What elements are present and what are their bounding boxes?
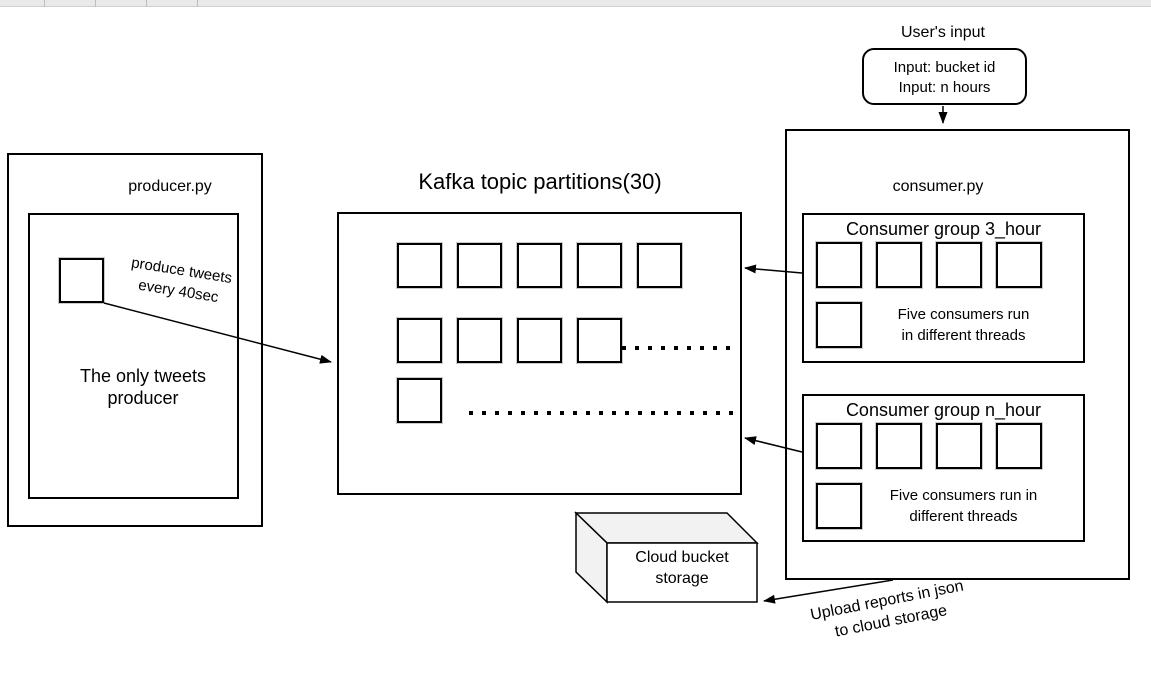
producer-inner-box: produce tweets every 40sec The only twee… (28, 213, 239, 499)
producer-description-line: producer (107, 388, 179, 408)
bucket-left-face (575, 511, 608, 604)
consumer-group-3-hour-box: Consumer group 3_hour Five consumers run… (802, 213, 1085, 363)
consumer-square (816, 483, 862, 529)
kafka-partition-row-3 (397, 378, 442, 423)
kafka-partition-row-1 (397, 243, 682, 288)
consumer-group-title: Consumer group n_hour (845, 400, 1042, 420)
bucket-label-line: storage (655, 570, 709, 587)
partition-square (517, 318, 562, 363)
consumer-title: consumer.py (892, 178, 984, 195)
partition-square (517, 243, 562, 288)
producer-task-square (59, 258, 104, 303)
consumer-square (816, 302, 862, 348)
producer-description: The only tweets producer (48, 365, 238, 409)
user-input-line: Input: bucket id (893, 59, 996, 76)
producer-description-line: The only tweets (79, 366, 207, 386)
partition-square (637, 243, 682, 288)
consumer-group-note: Five consumers run in different threads (866, 485, 1061, 527)
producer-title: producer.py (128, 178, 212, 195)
partition-square (397, 318, 442, 363)
partition-square (457, 243, 502, 288)
consumer-square (816, 242, 862, 288)
consumer-square (936, 423, 982, 469)
consumer-square (936, 242, 982, 288)
consumer-box: consumer.py Consumer group 3_hour Five c… (785, 129, 1130, 580)
partition-square (577, 243, 622, 288)
toolbar-divider (146, 0, 147, 7)
kafka-title: Kafka topic partitions(30) (418, 169, 662, 194)
consumer-square (996, 423, 1042, 469)
consumer-group-n-hour-box: Consumer group n_hour Five consumers run… (802, 394, 1085, 542)
user-input-label: User's input (901, 24, 985, 41)
upload-note: Upload reports in json to cloud storage (788, 571, 990, 650)
producer-note: produce tweets every 40sec (112, 250, 249, 312)
consumer-thread-row (816, 242, 1042, 288)
partition-square (397, 378, 442, 423)
note-line: different threads (909, 508, 1018, 525)
partition-square (457, 318, 502, 363)
bucket-top-face (574, 512, 759, 544)
consumer-group-title: Consumer group 3_hour (845, 219, 1042, 239)
cloud-bucket-label: Cloud bucket storage (612, 547, 752, 589)
consumer-thread-row (816, 423, 1042, 469)
note-line: Five consumers run (897, 306, 1030, 323)
kafka-partition-row-2 (397, 318, 622, 363)
user-input-box: Input: bucket id Input: n hours (862, 48, 1027, 105)
note-line: Five consumers run in (889, 487, 1038, 504)
consumer-square (876, 242, 922, 288)
consumer-group-note: Five consumers run in different threads (866, 304, 1061, 346)
toolbar-divider (44, 0, 45, 7)
consumer-square (996, 242, 1042, 288)
bucket-label-line: Cloud bucket (635, 549, 729, 566)
toolbar-divider (197, 0, 198, 7)
producer-box: producer.py produce tweets every 40sec T… (7, 153, 263, 527)
consumer-square (816, 423, 862, 469)
note-line: in different threads (901, 327, 1026, 344)
consumer-square (876, 423, 922, 469)
user-input-line: Input: n hours (898, 79, 991, 96)
kafka-partitions-box (337, 212, 742, 495)
top-toolbar-strip (0, 0, 1151, 7)
partition-square (577, 318, 622, 363)
toolbar-divider (95, 0, 96, 7)
partition-square (397, 243, 442, 288)
